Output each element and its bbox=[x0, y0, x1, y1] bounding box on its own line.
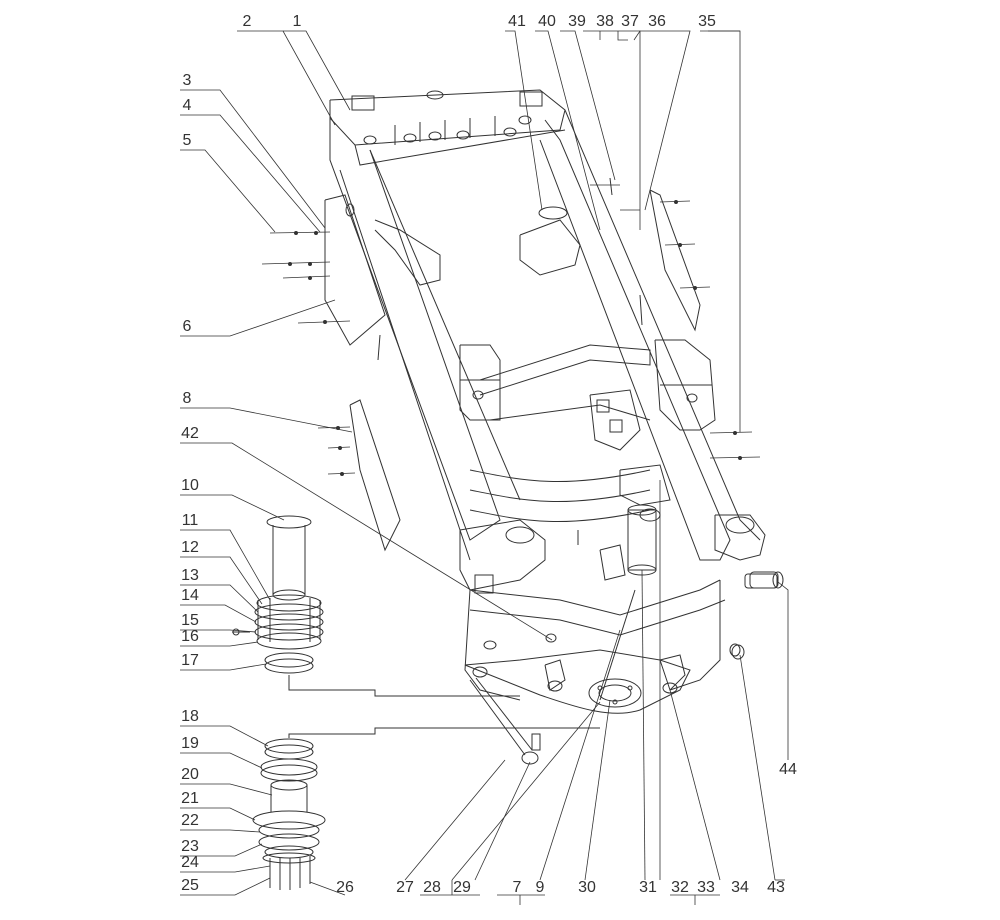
part-label: 39 bbox=[568, 13, 586, 30]
part-label: 14 bbox=[181, 587, 199, 604]
part-label: 17 bbox=[181, 652, 199, 669]
leader-lines bbox=[180, 31, 788, 905]
part-label: 43 bbox=[767, 879, 785, 896]
part-label: 38 bbox=[596, 13, 614, 30]
part-label: 41 bbox=[508, 13, 526, 30]
part-label: 22 bbox=[181, 812, 199, 829]
part-label: 1 bbox=[292, 13, 302, 30]
side-parts bbox=[730, 574, 777, 656]
part-label: 3 bbox=[182, 72, 192, 89]
part-label: 44 bbox=[779, 761, 797, 778]
part-label: 27 bbox=[396, 879, 414, 896]
part-label: 30 bbox=[578, 879, 596, 896]
part-label: 29 bbox=[453, 879, 471, 896]
part-label: 6 bbox=[182, 318, 192, 335]
part-label: 5 bbox=[182, 132, 192, 149]
part-label: 2 bbox=[242, 13, 252, 30]
part-label: 13 bbox=[181, 567, 199, 584]
part-label: 36 bbox=[648, 13, 666, 30]
part-label: 8 bbox=[182, 390, 192, 407]
bearing-stack bbox=[232, 516, 600, 890]
part-label: 19 bbox=[181, 735, 199, 752]
part-label: 28 bbox=[423, 879, 441, 896]
part-label: 24 bbox=[181, 854, 199, 871]
frame-upper bbox=[330, 90, 760, 560]
part-label: 12 bbox=[181, 539, 199, 556]
part-label: 26 bbox=[336, 879, 354, 896]
part-label: 18 bbox=[181, 708, 199, 725]
part-label: 7 bbox=[512, 879, 522, 896]
part-label: 16 bbox=[181, 628, 199, 645]
part-label: 31 bbox=[639, 879, 657, 896]
part-label: 33 bbox=[697, 879, 715, 896]
part-label: 32 bbox=[671, 879, 689, 896]
part-label: 23 bbox=[181, 838, 199, 855]
part-label: 34 bbox=[731, 879, 749, 896]
part-label: 9 bbox=[535, 879, 545, 896]
part-label: 42 bbox=[181, 425, 199, 442]
part-label: 21 bbox=[181, 790, 199, 807]
part-label: 40 bbox=[538, 13, 556, 30]
frame-middle bbox=[375, 207, 715, 522]
part-label: 37 bbox=[621, 13, 639, 30]
part-label: 11 bbox=[181, 512, 199, 529]
part-label: 10 bbox=[181, 477, 199, 494]
part-label: 20 bbox=[181, 766, 199, 783]
part-label: 25 bbox=[181, 877, 199, 894]
frame-lower bbox=[460, 465, 783, 764]
part-label: 35 bbox=[698, 13, 716, 30]
side-plates bbox=[262, 178, 760, 550]
part-label: 15 bbox=[181, 612, 199, 629]
part-label: 4 bbox=[182, 97, 192, 114]
